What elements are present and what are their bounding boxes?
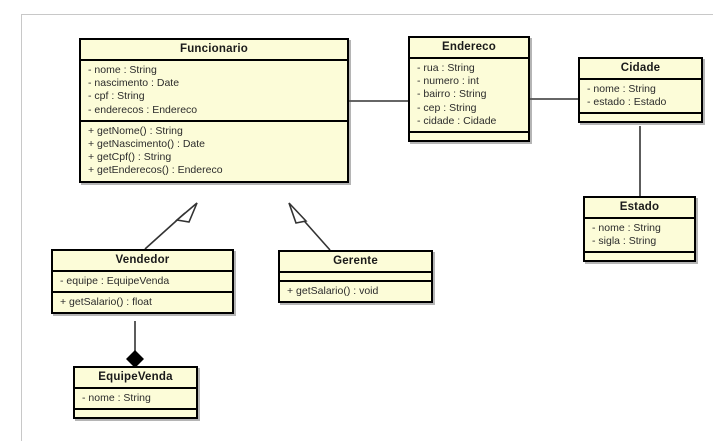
uml-class-funcionario[interactable]: Funcionario - nome : String - nascimento… [79, 38, 349, 183]
methods-compartment-endereco [410, 131, 528, 140]
attribute-row: - cep : String [417, 101, 477, 114]
attribute-row: - rua : String [417, 62, 475, 74]
attribute-row: - numero : int [417, 75, 479, 88]
methods-compartment-gerente: + getSalario() : void [280, 280, 431, 301]
uml-class-vendedor[interactable]: Vendedor - equipe : EquipeVenda + getSal… [51, 249, 234, 315]
uml-class-estado[interactable]: Estado - nome : String - sigla : String [583, 196, 696, 263]
attributes-compartment-gerente [280, 271, 431, 280]
methods-compartment-funcionario: + getNome() : String + getNascimento() :… [81, 119, 347, 181]
method-row: + getEnderecos() : Endereco [88, 164, 223, 177]
uml-class-cidade[interactable]: Cidade - nome : String - estado : Estado [578, 57, 703, 124]
class-name-vendedor: Vendedor [115, 254, 170, 266]
attributes-compartment-cidade: - nome : String - estado : Estado [580, 78, 701, 112]
generalization-arrowhead-vendedor [175, 202, 198, 223]
generalization-arrowhead-gerente [288, 202, 308, 224]
methods-compartment-equipevenda [75, 408, 196, 417]
attributes-compartment-estado: - nome : String - sigla : String [585, 217, 694, 251]
attribute-row: - bairro : String [417, 88, 487, 101]
class-name-gerente: Gerente [333, 255, 378, 267]
attributes-compartment-endereco: - rua : String - numero : int - bairro :… [410, 57, 528, 131]
attributes-compartment-vendedor: - equipe : EquipeVenda [53, 270, 232, 291]
uml-class-endereco[interactable]: Endereco - rua : String - numero : int -… [408, 36, 530, 143]
method-row: + getSalario() : void [287, 285, 379, 297]
attribute-row: - nome : String [592, 222, 661, 234]
attributes-compartment-funcionario: - nome : String - nascimento : Date - cp… [81, 59, 347, 120]
class-name-endereco: Endereco [441, 41, 496, 53]
generalization-line-gerente [297, 213, 331, 251]
class-name-equipevenda: EquipeVenda [98, 371, 173, 383]
generalization-line-vendedor [144, 212, 186, 250]
attribute-row: - cpf : String [88, 90, 145, 103]
class-name-funcionario: Funcionario [179, 43, 248, 55]
attribute-row: - enderecos : Endereco [88, 103, 198, 116]
method-row: + getNome() : String [88, 124, 183, 137]
uml-class-gerente[interactable]: Gerente + getSalario() : void [278, 250, 433, 304]
composition-diamond [126, 350, 144, 368]
methods-compartment-vendedor: + getSalario() : float [53, 291, 232, 312]
class-name-cidade: Cidade [620, 62, 661, 74]
method-row: + getSalario() : float [60, 296, 152, 309]
attribute-row: - nascimento : Date [88, 77, 180, 90]
attribute-row: - nome : String [88, 64, 157, 76]
uml-class-equipevenda[interactable]: EquipeVenda - nome : String [73, 366, 198, 420]
attribute-row: - sigla : String [592, 235, 657, 248]
methods-compartment-cidade [580, 112, 701, 121]
attribute-row: - equipe : EquipeVenda [60, 275, 170, 287]
attribute-row: - nome : String [82, 392, 151, 404]
method-row: + getNascimento() : Date [88, 138, 206, 151]
attribute-row: - cidade : Cidade [417, 114, 497, 127]
methods-compartment-estado [585, 251, 694, 260]
attributes-compartment-equipevenda: - nome : String [75, 387, 196, 408]
class-name-estado: Estado [619, 201, 660, 213]
attribute-row: - estado : Estado [587, 96, 667, 109]
method-row: + getCpf() : String [88, 151, 172, 164]
attribute-row: - nome : String [587, 83, 656, 95]
